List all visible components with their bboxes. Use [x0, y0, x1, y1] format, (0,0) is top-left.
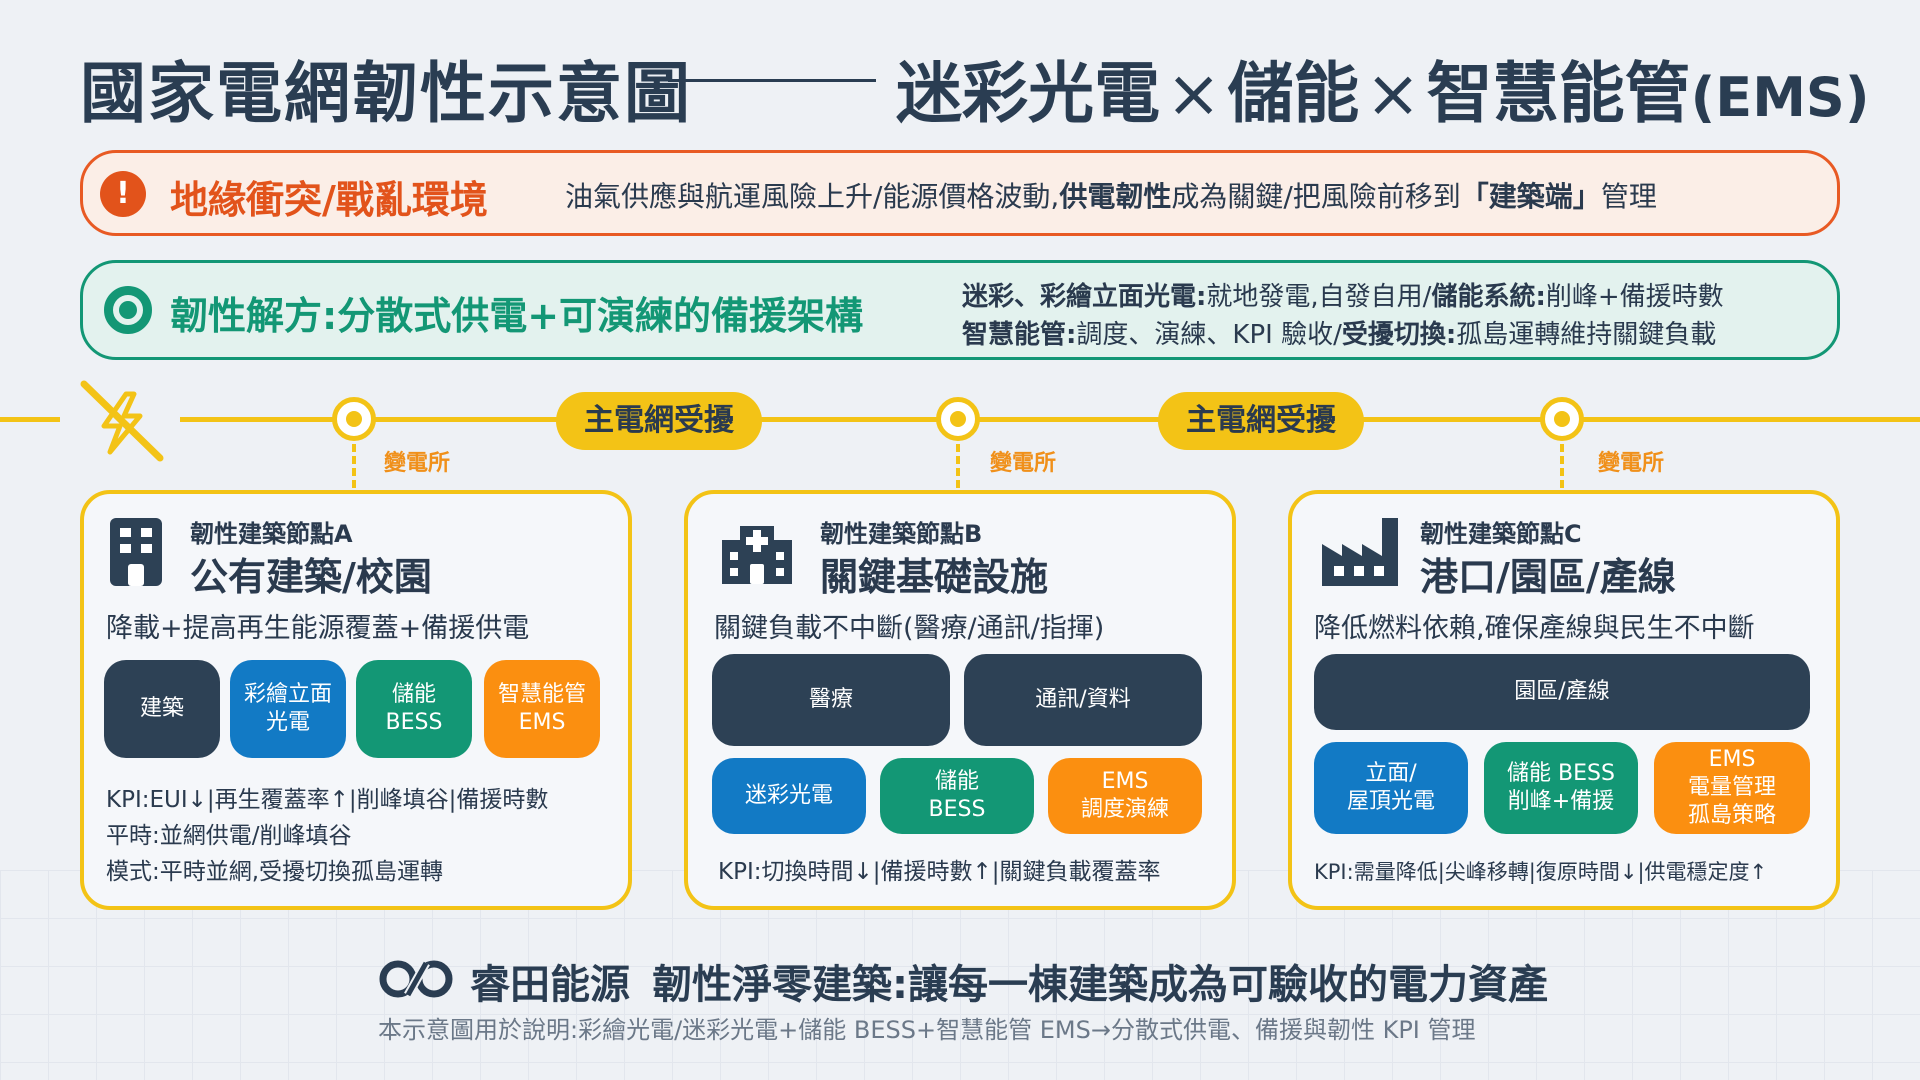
- tile-medical: 醫療: [712, 654, 950, 746]
- tile-bess: 儲能 BESS: [880, 758, 1034, 834]
- substation-node: [332, 397, 376, 441]
- node-b-title: 關鍵基礎設施: [820, 555, 1049, 599]
- node-a-kpi: KPI:EUI↓|再生覆蓋率↑|削峰填谷|備援時數: [106, 787, 549, 813]
- subtitle-part-storage: 儲能: [1227, 55, 1360, 132]
- risk-text: 油氣供應與航運風險上升/能源價格波動,供電韌性成為關鍵/把風險前移到「建築端」管…: [565, 175, 1657, 215]
- subtitle-part-ems-abbr: (EMS): [1690, 66, 1870, 129]
- office-building-icon: [110, 518, 162, 586]
- title-divider: [668, 79, 876, 82]
- solution-t1: 就地發電,自發自用/: [1206, 282, 1432, 312]
- connector-dash: [1560, 444, 1564, 488]
- page-subtitle: 迷彩光電×儲能×智慧能管(EMS): [896, 40, 1870, 136]
- risk-banner: [80, 150, 1840, 236]
- risk-text-3: 管理: [1600, 180, 1657, 213]
- connector-dash: [956, 444, 960, 488]
- substation-label: 變電所: [384, 451, 451, 476]
- brand-logo-icon: [379, 960, 453, 998]
- tile-comms-data: 通訊/資料: [964, 654, 1202, 746]
- risk-bold-1: 供電韌性: [1059, 180, 1172, 213]
- page-title: 國家電網韌性示意圖: [80, 55, 692, 132]
- subtitle-part-pv: 迷彩光電: [896, 55, 1160, 132]
- node-c-kpi: KPI:需量降低|尖峰移轉|復原時間↓|供電穩定度↑: [1314, 860, 1768, 884]
- footer-note: 本示意圖用於說明:彩繪光電/迷彩光電+儲能 BESS+智慧能管 EMS→分散式供…: [378, 1016, 1476, 1044]
- solution-b2: 儲能系統:: [1431, 282, 1546, 312]
- target-icon: [104, 286, 152, 334]
- node-c-title: 港口/園區/產線: [1420, 555, 1676, 599]
- risk-text-2: 成為關鍵/把風險前移到: [1171, 180, 1461, 213]
- tile-bess: 儲能 BESS: [356, 660, 472, 758]
- alert-icon: !: [100, 171, 146, 217]
- node-a-desc: 降載+提高再生能源覆蓋+備援供電: [106, 613, 530, 644]
- solution-t3: 調度、演練、KPI 驗收/: [1076, 320, 1342, 350]
- solution-headline: 韌性解方:分散式供電+可演練的備援架構: [170, 294, 864, 338]
- risk-text-1: 油氣供應與航運風險上升/能源價格波動,: [565, 180, 1060, 213]
- node-a-title: 公有建築/校園: [190, 555, 432, 599]
- substation-label: 變電所: [990, 451, 1057, 476]
- solution-t2: 削峰+備援時數: [1545, 282, 1724, 312]
- substation-node: [1540, 397, 1584, 441]
- solution-line-2: 智慧能管:調度、演練、KPI 驗收/受擾切換:孤島運轉維持關鍵負載: [962, 314, 1716, 351]
- disturbance-badge: 主電網受擾: [556, 392, 762, 450]
- node-b-subtitle: 韌性建築節點B: [820, 520, 983, 548]
- connector-dash: [352, 444, 356, 488]
- times-sign: ×: [1166, 55, 1222, 132]
- tile-painted-pv: 彩繪立面 光電: [230, 660, 346, 758]
- times-sign: ×: [1365, 55, 1421, 132]
- solution-banner: [80, 260, 1840, 360]
- substation-label: 變電所: [1598, 451, 1665, 476]
- tile-camo-pv: 迷彩光電: [712, 758, 866, 834]
- risk-bold-2: 「建築端」: [1460, 180, 1601, 213]
- solution-b3: 智慧能管:: [962, 320, 1077, 350]
- grid-line-segment: [0, 417, 60, 422]
- tile-park-line: 園區/產線: [1314, 654, 1810, 730]
- solution-t4: 孤島運轉維持關鍵負載: [1456, 320, 1717, 350]
- node-c-desc: 降低燃料依賴,確保產線與民生不中斷: [1314, 613, 1755, 644]
- node-a-subtitle: 韌性建築節點A: [190, 520, 353, 548]
- node-a-normal-mode: 平時:並網供電/削峰填谷: [106, 823, 352, 849]
- tile-building: 建築: [104, 660, 220, 758]
- tile-bess-peak: 儲能 BESS 削峰+備援: [1484, 742, 1638, 834]
- tile-ems-drill: EMS 調度演練: [1048, 758, 1202, 834]
- footer-slogan: 睿田能源韌性淨零建築:讓每一棟建築成為可驗收的電力資產: [470, 952, 1548, 1010]
- risk-headline: 地緣衝突/戰亂環境: [170, 178, 488, 222]
- slogan-text: 韌性淨零建築:讓每一棟建築成為可驗收的電力資產: [652, 962, 1548, 1008]
- node-b-desc: 關鍵負載不中斷(醫療/通訊/指揮): [714, 613, 1105, 644]
- substation-node: [936, 397, 980, 441]
- solution-line-1: 迷彩、彩繪立面光電:就地發電,自發自用/儲能系統:削峰+備援時數: [962, 276, 1724, 313]
- node-b-kpi: KPI:切換時間↓|備援時數↑|關鍵負載覆蓋率: [718, 859, 1161, 885]
- node-c-subtitle: 韌性建築節點C: [1420, 520, 1582, 548]
- subtitle-part-ems: 智慧能管: [1426, 55, 1691, 132]
- factory-icon: [1322, 518, 1398, 586]
- tile-facade-roof-pv: 立面/ 屋頂光電: [1314, 742, 1468, 834]
- solution-b1: 迷彩、彩繪立面光電:: [962, 282, 1207, 312]
- brand-name: 睿田能源: [470, 962, 630, 1008]
- tile-ems: 智慧能管 EMS: [484, 660, 600, 758]
- tile-ems-island: EMS 電量管理 孤島策略: [1654, 742, 1810, 834]
- solution-b4: 受擾切換:: [1341, 320, 1457, 350]
- disturbance-badge: 主電網受擾: [1158, 392, 1364, 450]
- node-a-mode: 模式:平時並網,受擾切換孤島運轉: [106, 859, 444, 885]
- hospital-icon: [722, 526, 792, 584]
- broken-grid-icon: [80, 380, 164, 462]
- grid-line-segment: [180, 417, 1920, 422]
